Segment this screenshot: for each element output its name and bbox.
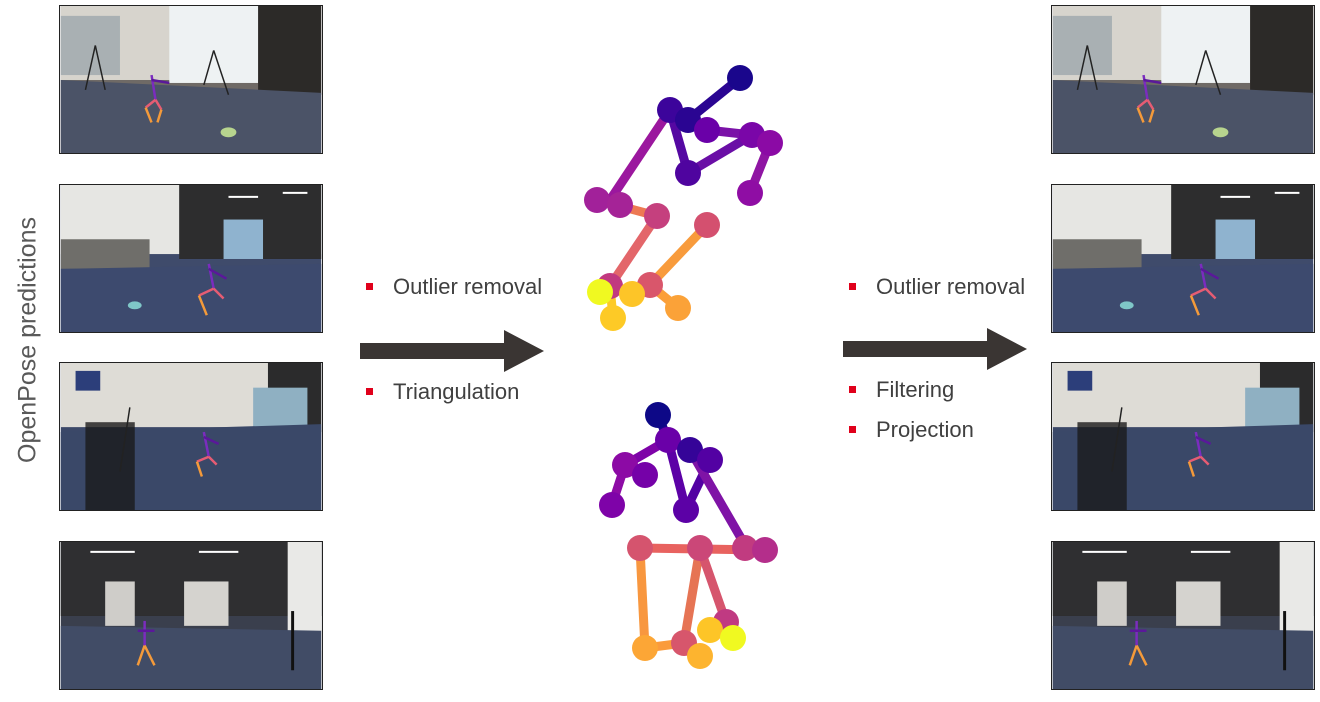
right-view-2-image [1051,184,1315,333]
room-photo-3 [1052,363,1314,510]
room-photo-3 [60,363,322,510]
right-arrow-icon [360,330,544,372]
left-view-1-image [59,5,323,154]
3d-skeletons-figure [584,65,783,669]
bullet-marker-icon [849,386,856,393]
left-view-3-image [59,362,323,511]
room-photo-4 [60,542,322,689]
room-photo-2 [60,185,322,332]
skeleton-triangulated [584,65,783,331]
bullet-marker-icon [849,426,856,433]
room-photo-4 [1052,542,1314,689]
bullet-marker-icon [366,283,373,290]
right-view-1-image [1051,5,1315,154]
room-photo-1 [1052,6,1314,153]
room-photo-1 [60,6,322,153]
room-photo-2 [1052,185,1314,332]
bullet-marker-icon [366,388,373,395]
right-view-3-image [1051,362,1315,511]
openpose-predictions-label: OpenPose predictions [13,217,42,463]
left-view-2-image [59,184,323,333]
skeleton-filtered [599,402,778,669]
right-arrow-icon [843,328,1027,370]
bullet-marker-icon [849,283,856,290]
left-view-4-image [59,541,323,690]
right-view-4-image [1051,541,1315,690]
